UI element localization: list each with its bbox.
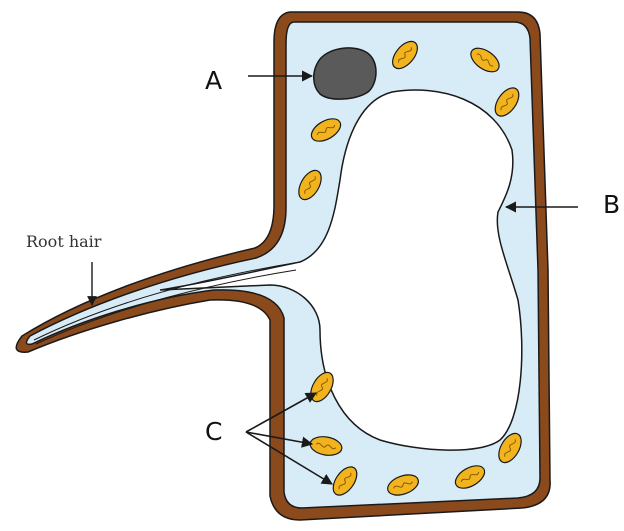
label-c: C xyxy=(205,417,222,446)
nucleus xyxy=(314,48,376,99)
label-a: A xyxy=(205,66,222,95)
label-b: B xyxy=(603,190,620,219)
label-root-hair: Root hair xyxy=(26,232,102,251)
